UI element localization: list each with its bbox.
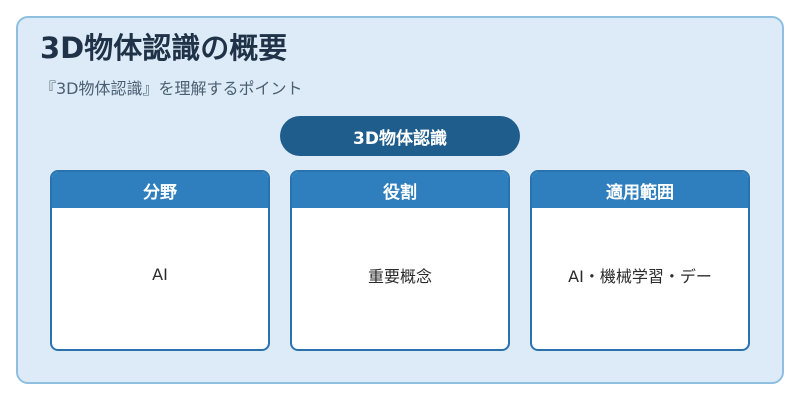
page-title: 3D物体認識の概要 xyxy=(40,31,288,65)
central-topic-pill: 3D物体認識 xyxy=(280,116,520,156)
page-subtitle: 『3D物体認識』を理解するポイント xyxy=(40,79,303,98)
card-scope-body: AI・機械学習・デー xyxy=(568,266,712,286)
card-scope: 適用範囲 AI・機械学習・デー xyxy=(530,170,750,351)
card-role-body: 重要概念 xyxy=(367,266,432,286)
card-field-header: 分野 xyxy=(52,172,268,208)
card-field: 分野 AI xyxy=(50,170,270,351)
card-role: 役割 重要概念 xyxy=(290,170,510,351)
card-role-header: 役割 xyxy=(292,172,508,208)
card-field-body: AI xyxy=(152,265,168,284)
card-scope-header: 適用範囲 xyxy=(532,172,748,208)
